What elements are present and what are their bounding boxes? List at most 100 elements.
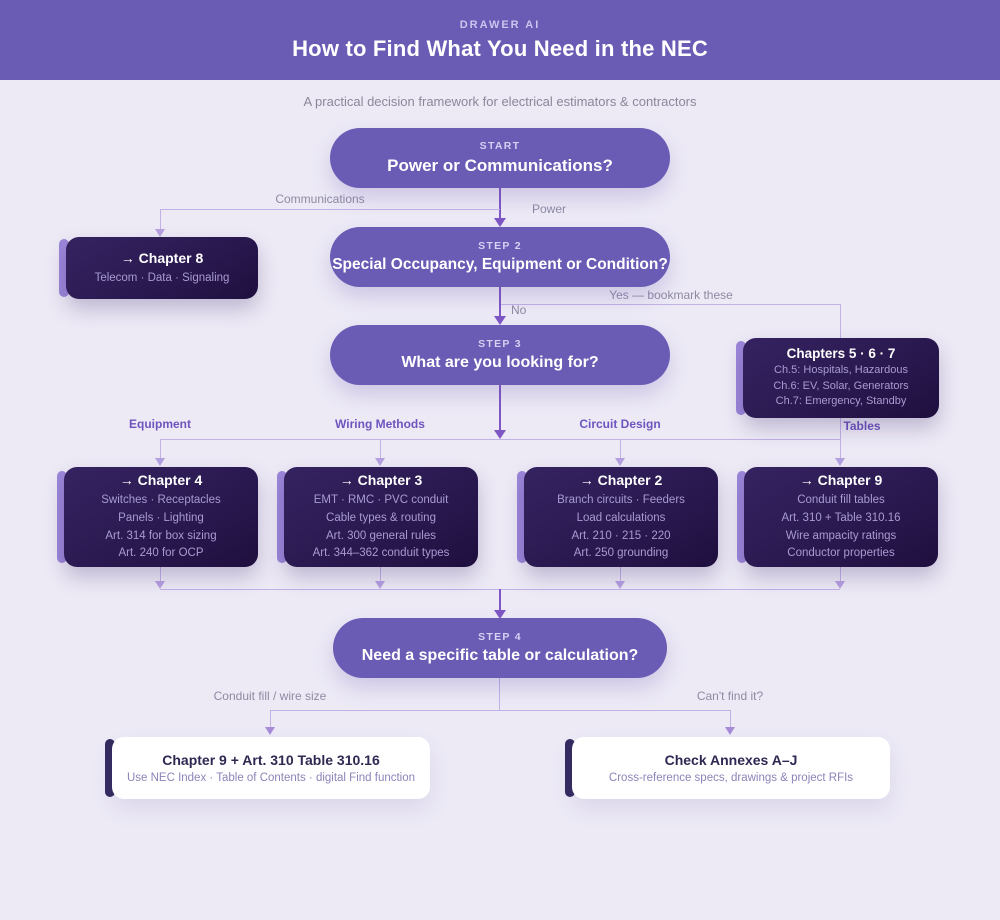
edge-start-step2 <box>499 188 501 218</box>
arrowhead-result-left <box>265 727 275 735</box>
edge-branch-ch9 <box>840 439 841 458</box>
card-line: Cable types & routing <box>326 511 436 524</box>
edge-ch567-tables <box>840 417 841 440</box>
card-chapters-5-6-7-title: Chapters 5 · 6 · 7 <box>786 345 896 361</box>
result-left-title: Chapter 9 + Art. 310 Table 310.16 <box>162 752 380 768</box>
card-chapter-2: → Chapter 2 Branch circuits · Feeders Lo… <box>517 467 718 567</box>
result-right-title: Check Annexes A–J <box>664 752 798 768</box>
card-chapter-4: → Chapter 4 Switches · Receptacles Panel… <box>57 467 258 567</box>
card-chapter-8-title: Chapter 8 <box>138 249 204 266</box>
arrow-right-icon: → <box>339 472 354 489</box>
card-accent-bar <box>736 341 746 415</box>
card-chapter-2-title: Chapter 2 <box>597 472 663 489</box>
node-step3-step-label: STEP 3 <box>478 338 522 350</box>
card-line: Conductor properties <box>787 547 895 560</box>
edge-label-conduit-fill: Conduit fill / wire size <box>213 689 327 703</box>
branch-label-wiring-methods: Wiring Methods <box>335 417 425 431</box>
arrowhead-result-right <box>725 727 735 735</box>
card-accent-bar <box>517 471 527 563</box>
arrowhead-ch2 <box>615 458 625 466</box>
card-chapter-3: → Chapter 3 EMT · RMC · PVC conduit Cabl… <box>277 467 478 567</box>
arrowhead-ch9 <box>835 458 845 466</box>
card-line: Wire ampacity ratings <box>785 529 897 542</box>
card-line: Panels · Lighting <box>118 511 204 524</box>
branch-label-equipment: Equipment <box>129 417 191 431</box>
split-row-line <box>270 710 730 711</box>
edge-label-yes-bookmark: Yes — bookmark these <box>609 288 733 302</box>
card-line: Ch.7: Emergency, Standby <box>775 395 907 408</box>
edge-ch9-merge <box>840 567 841 581</box>
node-start-title: Power or Communications? <box>387 156 613 175</box>
node-step3: STEP 3 What are you looking for? <box>330 325 670 385</box>
edge-ch3-merge <box>380 567 381 581</box>
card-accent-bar <box>59 239 69 297</box>
card-line: Art. 314 for box sizing <box>105 529 217 542</box>
arrowhead-merge-4 <box>835 581 845 589</box>
result-card-annexes: Check Annexes A–J Cross-reference specs,… <box>565 737 890 799</box>
edge-step4-split <box>499 678 500 710</box>
arrowhead-ch4 <box>155 458 165 466</box>
node-step3-title: What are you looking for? <box>401 354 599 371</box>
card-chapter-4-title: Chapter 4 <box>137 472 203 489</box>
node-step4-step-label: STEP 4 <box>478 631 522 643</box>
card-line: Art. 210 · 215 · 220 <box>571 529 671 542</box>
edge-result-left <box>270 710 271 727</box>
node-start-step-label: START <box>479 140 521 152</box>
card-chapter-8-subtitle: Telecom · Data · Signaling <box>94 271 230 284</box>
edge-ch2-merge <box>620 567 621 581</box>
node-step4-title: Need a specific table or calculation? <box>361 647 639 664</box>
arrowhead-ch3 <box>375 458 385 466</box>
arrowhead-merge-3 <box>615 581 625 589</box>
card-line: Art. 344–362 conduit types <box>312 547 450 560</box>
card-chapter-3-title: Chapter 3 <box>357 472 423 489</box>
page-title: How to Find What You Need in the NEC <box>292 35 708 61</box>
card-accent-bar <box>277 471 287 563</box>
node-start: START Power or Communications? <box>330 128 670 188</box>
edge-label-communications: Communications <box>275 192 365 206</box>
edge-yes-v <box>840 304 841 338</box>
page-subtitle: A practical decision framework for elect… <box>303 94 697 109</box>
branch-label-circuit-design: Circuit Design <box>579 417 661 431</box>
edge-ch4-merge <box>160 567 161 581</box>
result-right-subtitle: Cross-reference specs, drawings & projec… <box>608 772 854 784</box>
edge-result-right <box>730 710 731 727</box>
arrowhead-chapter8 <box>155 229 165 237</box>
card-line: Art. 250 grounding <box>573 547 669 560</box>
arrowhead-merge-2 <box>375 581 385 589</box>
edge-step2-step3 <box>499 287 501 316</box>
brand-kicker: DRAWER AI <box>459 18 541 31</box>
arrowhead-step2 <box>494 218 506 227</box>
header: DRAWER AI How to Find What You Need in t… <box>0 0 1000 80</box>
card-chapter-9-title: Chapter 9 <box>817 472 883 489</box>
edge-branch-ch2 <box>620 439 621 458</box>
arrowhead-step3 <box>494 316 506 325</box>
edge-label-no: No <box>511 303 527 317</box>
node-step2: STEP 2 Special Occupancy, Equipment or C… <box>330 227 670 287</box>
edge-label-power: Power <box>532 202 567 216</box>
branch-row-line <box>160 439 840 440</box>
edge-merge-step4 <box>499 589 501 610</box>
edge-communications-h <box>160 209 500 210</box>
card-accent-bar <box>57 471 67 563</box>
arrow-right-icon: → <box>119 472 134 489</box>
node-step4: STEP 4 Need a specific table or calculat… <box>333 618 667 678</box>
card-line: Ch.6: EV, Solar, Generators <box>773 379 909 392</box>
result-accent-bar <box>565 738 575 798</box>
node-step2-title: Special Occupancy, Equipment or Conditio… <box>332 256 668 273</box>
branch-label-tables: Tables <box>843 419 881 433</box>
result-accent-bar <box>105 738 115 798</box>
card-line: Ch.5: Hospitals, Hazardous <box>774 363 908 376</box>
card-line: Load calculations <box>576 511 666 524</box>
arrow-right-icon: → <box>799 472 814 489</box>
arrow-right-icon: → <box>120 249 135 266</box>
card-accent-bar <box>737 471 747 563</box>
result-left-subtitle: Use NEC Index · Table of Contents · digi… <box>126 772 416 784</box>
edge-branch-ch3 <box>380 439 381 458</box>
node-step2-step-label: STEP 2 <box>478 240 522 252</box>
card-line: Art. 240 for OCP <box>118 547 204 560</box>
arrowhead-merge-1 <box>155 581 165 589</box>
edge-communications-v <box>160 209 161 229</box>
arrow-right-icon: → <box>579 472 594 489</box>
card-line: Art. 310 + Table 310.16 <box>781 511 901 524</box>
